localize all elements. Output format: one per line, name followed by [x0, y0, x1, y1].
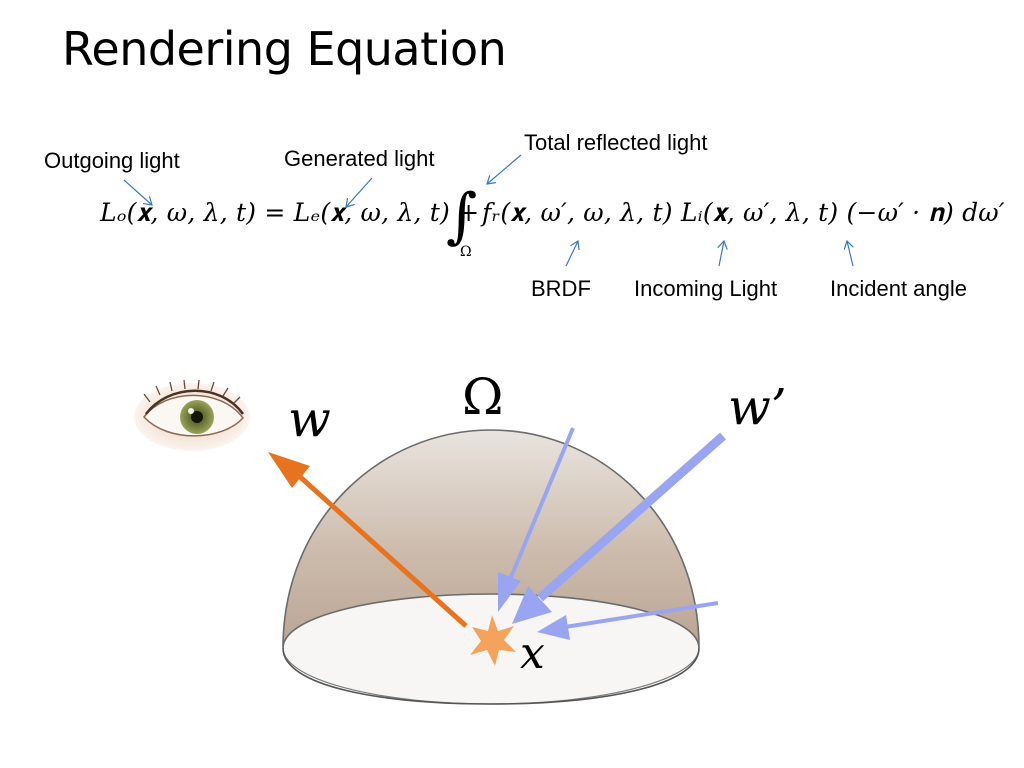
- incoming-arrow-3-head: [537, 615, 570, 640]
- w-label: w: [288, 390, 331, 448]
- outgoing-light-label: Outgoing light: [44, 148, 180, 173]
- incoming-arrow-2-shaft: [537, 432, 726, 602]
- surface-point-star: [470, 615, 516, 666]
- incoming-arrow-1-shaft: [507, 427, 575, 583]
- rendering-equation-lhs: Lₒ(𝐱, ω, λ, t) = Lₑ(𝐱, ω, λ, t) +: [100, 198, 480, 227]
- brdf-label: BRDF: [531, 276, 591, 301]
- integral-domain: Ω: [460, 244, 472, 260]
- incoming-arrow-3-shaft: [564, 601, 719, 629]
- eye-icon: [134, 379, 250, 451]
- total-reflected-light-label: Total reflected light: [524, 130, 708, 155]
- incident-angle-label: Incident angle: [830, 276, 967, 301]
- reflected-callout-arrow: [487, 154, 522, 184]
- incoming-light-label: Incoming Light: [634, 276, 778, 301]
- generated-light-label: Generated light: [284, 146, 435, 171]
- hemisphere-dome: [282, 429, 700, 649]
- incoming-callout-arrow: [719, 241, 724, 267]
- integral-symbol: ∫: [446, 181, 478, 251]
- outgoing-callout-arrow: [123, 179, 152, 205]
- x-label: x: [520, 628, 545, 679]
- incident-callout-arrow: [847, 241, 853, 267]
- omega-label: Ω: [462, 368, 504, 426]
- generated-callout-arrow: [346, 177, 373, 207]
- brdf-callout-arrow: [565, 241, 578, 267]
- hemisphere-rim-front: [282, 647, 700, 705]
- outgoing-arrow-head: [268, 452, 310, 488]
- incoming-arrow-2-head: [512, 586, 552, 624]
- w-prime-label: w’: [728, 378, 787, 436]
- outgoing-arrow-shaft: [296, 473, 468, 628]
- slide-title: Rendering Equation: [62, 22, 507, 76]
- incoming-arrow-1-head: [498, 572, 521, 612]
- rendering-equation-rhs: fᵣ(𝐱, ω′, ω, λ, t) Lᵢ(𝐱, ω′, λ, t) (−ω′ …: [482, 198, 1005, 227]
